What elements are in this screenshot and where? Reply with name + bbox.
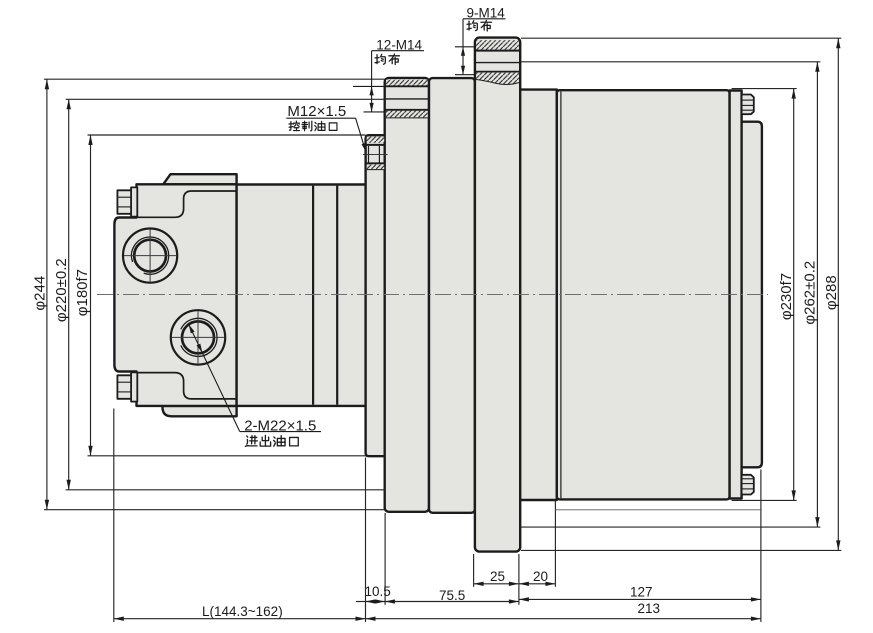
svg-text:φ220±0.2: φ220±0.2 — [53, 258, 70, 322]
svg-text:φ230f7: φ230f7 — [778, 273, 795, 320]
svg-text:20: 20 — [533, 569, 548, 584]
svg-text:M12×1.5: M12×1.5 — [287, 103, 346, 120]
svg-text:φ262±0.2: φ262±0.2 — [801, 261, 818, 325]
svg-text:L(144.3~162): L(144.3~162) — [202, 604, 283, 619]
svg-text:10.5: 10.5 — [365, 584, 391, 599]
svg-text:213: 213 — [638, 601, 661, 616]
svg-text:127: 127 — [630, 585, 653, 600]
svg-text:φ288: φ288 — [823, 275, 840, 310]
svg-text:φ180f7: φ180f7 — [74, 269, 91, 316]
svg-text:2-M22×1.5: 2-M22×1.5 — [244, 417, 316, 434]
svg-text:12-M14: 12-M14 — [376, 38, 422, 53]
svg-text:25: 25 — [490, 569, 505, 584]
svg-text:φ244: φ244 — [31, 276, 48, 311]
svg-text:75.5: 75.5 — [439, 588, 465, 603]
svg-text:9-M14: 9-M14 — [467, 6, 506, 21]
